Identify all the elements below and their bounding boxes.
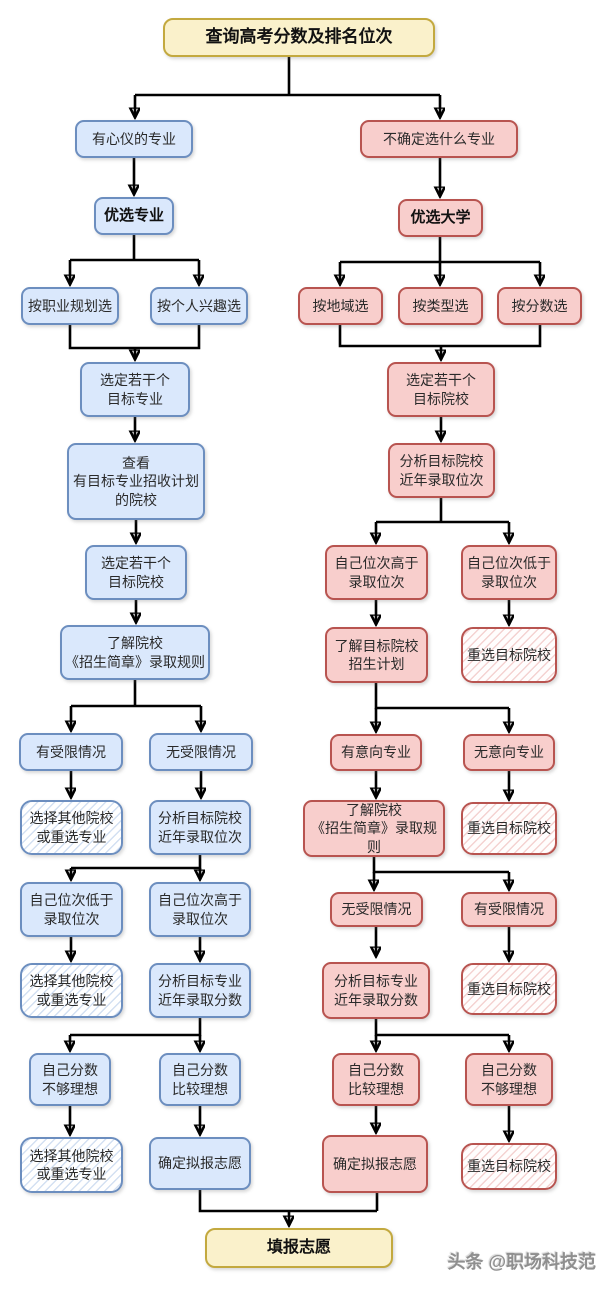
- node-select-target-majors: 选定若干个 目标专业: [80, 362, 190, 417]
- node-rank-lower-left: 自己位次低于 录取位次: [20, 882, 123, 937]
- node-admission-rules-left: 了解院校 《招生简章》录取规则: [60, 625, 210, 680]
- node-choose-other-3: 选择其他院校 或重选专业: [20, 1137, 123, 1193]
- node-by-career-plan: 按职业规划选: [21, 287, 119, 325]
- node-reselect-school-2: 重选目标院校: [461, 802, 557, 855]
- node-prefer-university: 优选大学: [398, 199, 483, 237]
- watermark-text: 头条 @职场科技范: [447, 1252, 596, 1272]
- node-no-intended-major: 无意向专业: [463, 734, 555, 771]
- node-admission-rules-right: 了解院校 《招生简章》录取规则: [303, 800, 445, 857]
- node-score-good-right: 自己分数 比较理想: [332, 1053, 420, 1106]
- node-view-schools-with-plan: 查看 有目标专业招收计划 的院校: [67, 443, 205, 520]
- node-select-target-schools-right: 选定若干个 目标院校: [387, 362, 495, 417]
- node-query-scores: 查询高考分数及排名位次: [163, 18, 435, 57]
- node-score-bad-right: 自己分数 不够理想: [465, 1053, 553, 1106]
- node-confirm-left: 确定拟报志愿: [149, 1137, 251, 1190]
- node-reselect-school-3: 重选目标院校: [461, 963, 557, 1015]
- node-rank-lower-right: 自己位次低于 录取位次: [461, 545, 557, 600]
- node-by-type: 按类型选: [398, 287, 483, 325]
- node-analyze-school-rank-right: 分析目标院校 近年录取位次: [388, 443, 495, 498]
- node-unrestricted-left: 无受限情况: [149, 733, 253, 771]
- node-select-target-schools-left: 选定若干个 目标院校: [85, 545, 187, 600]
- node-restricted-right: 有受限情况: [461, 892, 557, 927]
- node-by-region: 按地域选: [298, 287, 383, 325]
- node-analyze-school-rank-left: 分析目标院校 近年录取位次: [149, 800, 251, 855]
- node-analyze-major-score-left: 分析目标专业 近年录取分数: [149, 963, 251, 1018]
- node-has-desired-major: 有心仪的专业: [75, 120, 193, 158]
- node-rank-higher-left: 自己位次高于 录取位次: [149, 882, 251, 937]
- node-by-score: 按分数选: [497, 287, 582, 325]
- node-choose-other-1: 选择其他院校 或重选专业: [20, 800, 123, 855]
- node-unrestricted-right: 无受限情况: [330, 892, 423, 927]
- node-choose-other-2: 选择其他院校 或重选专业: [20, 963, 123, 1018]
- node-confirm-right: 确定拟报志愿: [322, 1135, 428, 1193]
- node-rank-higher-right: 自己位次高于 录取位次: [325, 545, 428, 600]
- node-score-bad-left: 自己分数 不够理想: [29, 1053, 111, 1106]
- node-has-intended-major: 有意向专业: [330, 734, 422, 771]
- node-restricted-left: 有受限情况: [19, 733, 123, 771]
- node-analyze-major-score-right: 分析目标专业 近年录取分数: [322, 962, 430, 1019]
- node-fill-application: 填报志愿: [205, 1228, 393, 1268]
- node-by-personal-interest: 按个人兴趣选: [150, 287, 248, 325]
- node-unsure-major: 不确定选什么专业: [360, 120, 518, 158]
- node-prefer-major: 优选专业: [94, 197, 174, 235]
- node-reselect-school-4: 重选目标院校: [461, 1143, 557, 1190]
- node-score-good-left: 自己分数 比较理想: [159, 1053, 241, 1106]
- node-school-enroll-plan: 了解目标院校 招生计划: [325, 627, 428, 683]
- node-reselect-school-1: 重选目标院校: [461, 627, 557, 683]
